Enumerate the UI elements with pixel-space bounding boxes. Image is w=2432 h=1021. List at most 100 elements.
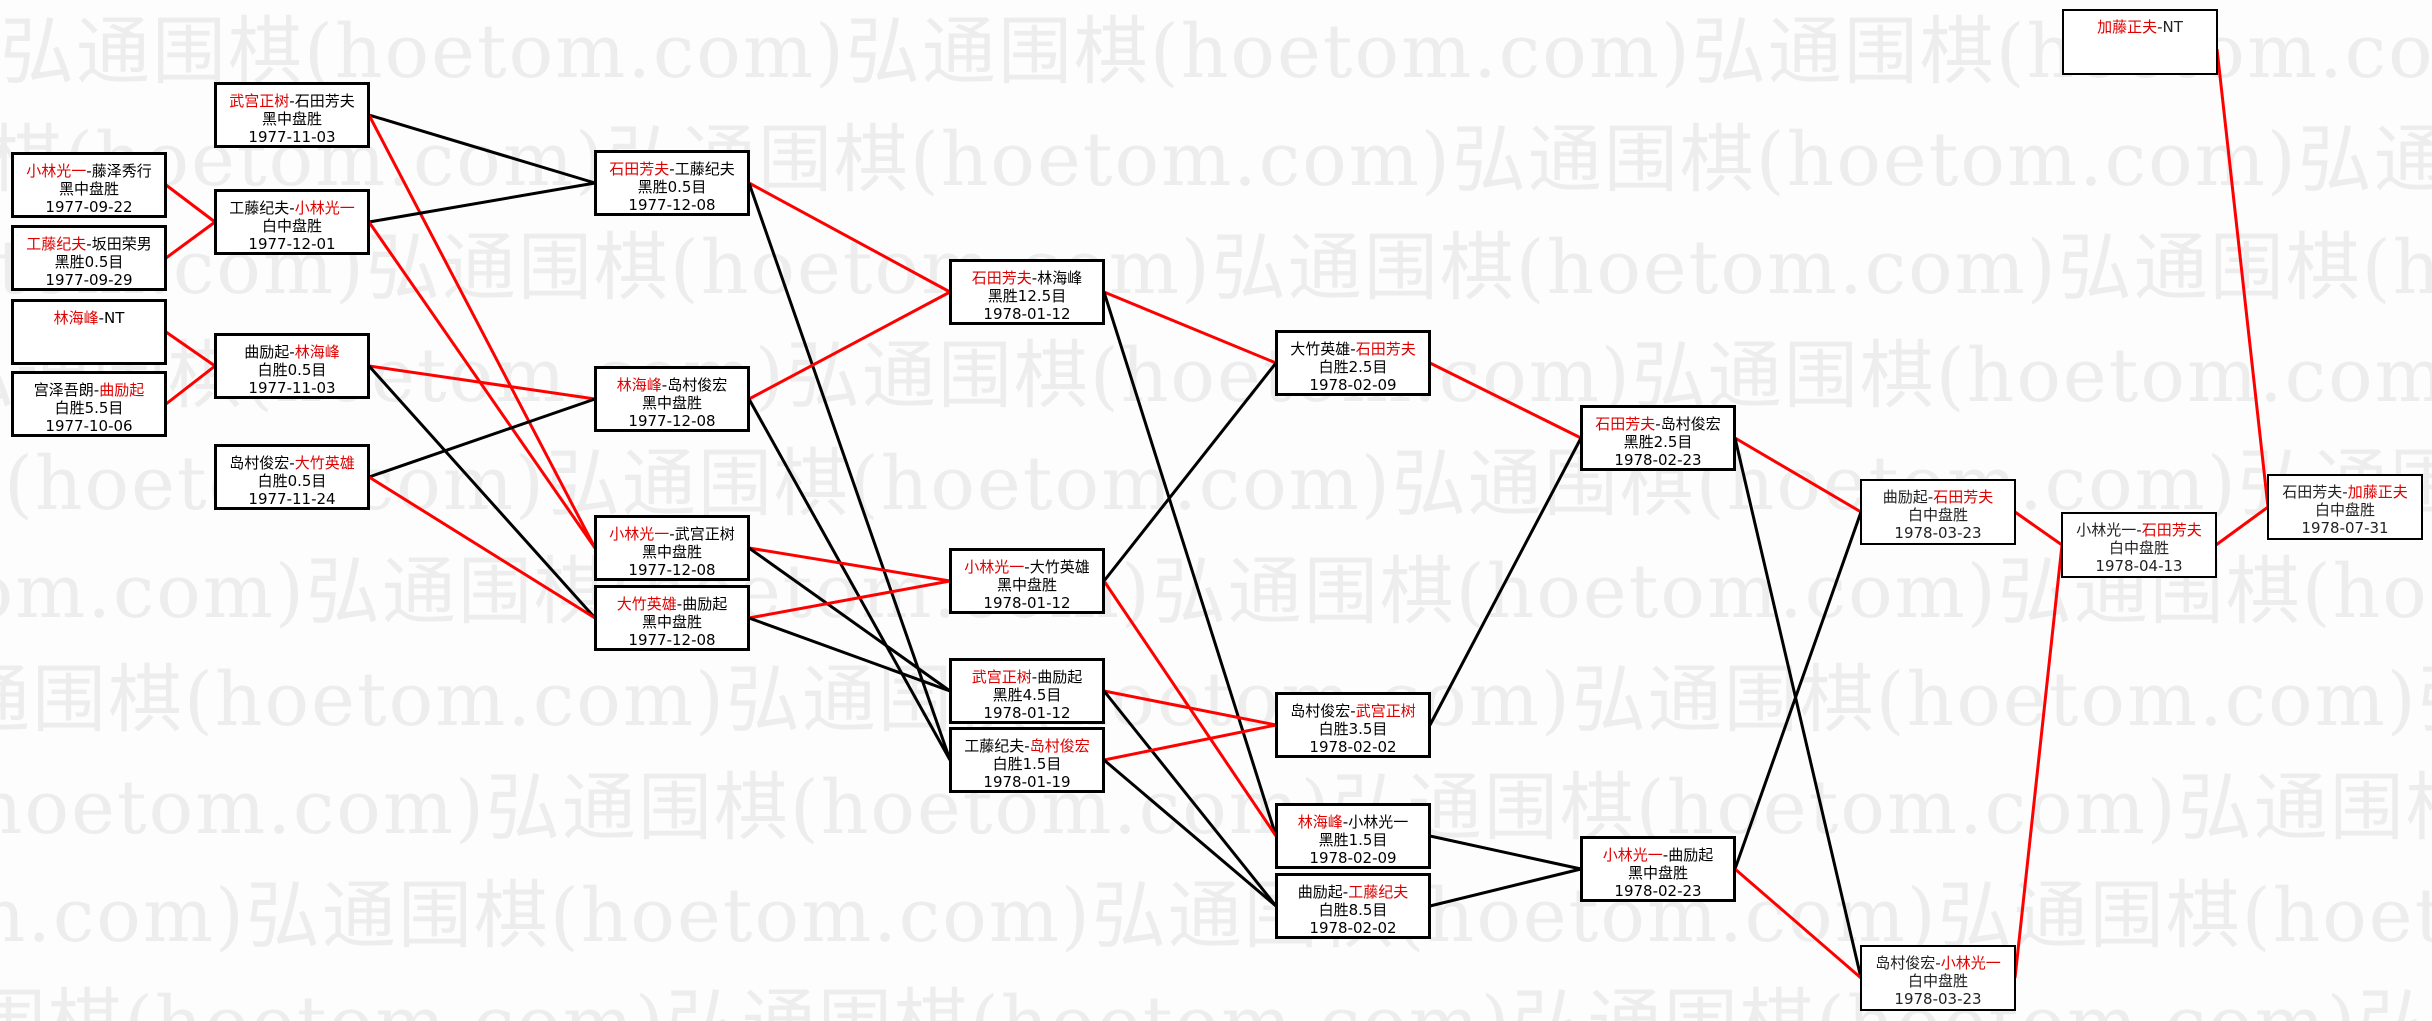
black-player[interactable]: 小林光一 <box>26 162 87 180</box>
black-player[interactable]: 林海峰 <box>616 376 662 394</box>
black-player[interactable]: 工藤纪夫 <box>229 199 290 217</box>
black-player[interactable]: 曲励起 <box>1882 488 1928 506</box>
white-player[interactable]: 武宫正树 <box>1355 702 1416 720</box>
white-player[interactable]: 曲励起 <box>1037 668 1083 686</box>
black-player[interactable]: 小林光一 <box>1602 846 1663 864</box>
white-player[interactable]: 石田芳夫 <box>2141 521 2202 539</box>
black-player[interactable]: 武宫正树 <box>971 668 1032 686</box>
white-player[interactable]: 工藤纪夫 <box>674 160 735 178</box>
black-player[interactable]: 石田芳夫 <box>609 160 670 178</box>
white-player[interactable]: 加藤正夫 <box>2347 483 2408 501</box>
loser-connector <box>1102 362 1278 582</box>
white-player[interactable]: 石田芳夫 <box>1933 488 1994 506</box>
black-player[interactable]: 林海峰 <box>53 309 99 327</box>
white-player[interactable]: 坂田荣男 <box>91 235 152 253</box>
match-players: 曲励起-工藤纪夫 <box>1278 883 1428 901</box>
white-player[interactable]: 曲励起 <box>682 595 728 613</box>
players-separator: - <box>669 525 675 543</box>
match-result: 白胜0.5目 <box>257 472 327 490</box>
black-player[interactable]: 石田芳夫 <box>2282 483 2343 501</box>
white-player[interactable]: 岛村俊宏 <box>667 376 728 394</box>
match-players: 林海峰-岛村俊宏 <box>597 376 747 394</box>
loser-connector <box>368 181 596 224</box>
black-player[interactable]: 小林光一 <box>964 558 1025 576</box>
players-separator: - <box>289 92 295 110</box>
black-player[interactable]: 岛村俊宏 <box>229 454 290 472</box>
black-player[interactable]: 小林光一 <box>609 525 670 543</box>
winner-connector <box>748 181 951 294</box>
black-player[interactable]: 石田芳夫 <box>971 269 1032 287</box>
match-result <box>2064 36 2216 54</box>
black-player[interactable]: 工藤纪夫 <box>26 235 87 253</box>
black-player[interactable]: 林海峰 <box>1297 813 1343 831</box>
white-player[interactable]: 曲励起 <box>99 381 145 399</box>
match-players: 大竹英雄-石田芳夫 <box>1278 340 1428 358</box>
white-player[interactable]: NT <box>104 309 125 327</box>
match-result: 黑胜0.5目 <box>637 178 707 196</box>
winner-connector <box>2013 544 2064 979</box>
players-separator: - <box>86 235 92 253</box>
white-player[interactable]: 工藤纪夫 <box>1348 883 1409 901</box>
match-date: 1978-02-02 <box>1309 738 1397 756</box>
white-player[interactable]: 藤泽秀行 <box>91 162 152 180</box>
black-player[interactable]: 岛村俊宏 <box>1290 702 1351 720</box>
white-player[interactable]: 石田芳夫 <box>294 92 355 110</box>
white-player[interactable]: NT <box>2162 18 2183 36</box>
white-player[interactable]: 岛村俊宏 <box>1660 415 1721 433</box>
black-player[interactable]: 小林光一 <box>2076 521 2137 539</box>
white-player[interactable]: 曲励起 <box>1668 846 1714 864</box>
match-box[interactable]: 林海峰-NT <box>11 299 167 365</box>
black-player[interactable]: 宫泽吾朗 <box>33 381 94 399</box>
white-player[interactable]: 武宫正树 <box>674 525 735 543</box>
white-player[interactable]: 大竹英雄 <box>294 454 355 472</box>
black-player[interactable]: 曲励起 <box>1297 883 1343 901</box>
black-player[interactable]: 大竹英雄 <box>1290 340 1351 358</box>
white-player[interactable]: 林海峰 <box>1037 269 1083 287</box>
black-player[interactable]: 大竹英雄 <box>616 595 677 613</box>
black-player[interactable]: 加藤正夫 <box>2097 18 2158 36</box>
winner-connector <box>1429 361 1582 440</box>
watermark-text: 弘通围棋(hoetom.com) <box>2418 657 2432 743</box>
black-player[interactable]: 岛村俊宏 <box>1875 954 1936 972</box>
white-player[interactable]: 岛村俊宏 <box>1029 737 1090 755</box>
match-box[interactable]: 加藤正夫-NT <box>2062 9 2218 75</box>
white-player[interactable]: 小林光一 <box>1940 954 2001 972</box>
white-player[interactable]: 大竹英雄 <box>1029 558 1090 576</box>
black-player[interactable]: 曲励起 <box>244 343 290 361</box>
black-player[interactable]: 武宫正树 <box>229 92 290 110</box>
watermark-row: 弘通围棋(hoetom.com)弘通围棋(hoetom.com)弘通围棋(hoe… <box>0 0 2432 99</box>
white-player[interactable]: 石田芳夫 <box>1355 340 1416 358</box>
black-player[interactable]: 石田芳夫 <box>1595 415 1656 433</box>
winner-connector <box>165 330 216 368</box>
white-player[interactable]: 小林光一 <box>294 199 355 217</box>
black-player[interactable]: 工藤纪夫 <box>964 737 1025 755</box>
white-player[interactable]: 小林光一 <box>1348 813 1409 831</box>
match-date: 1977-11-03 <box>248 128 336 146</box>
white-player[interactable]: 林海峰 <box>294 343 340 361</box>
